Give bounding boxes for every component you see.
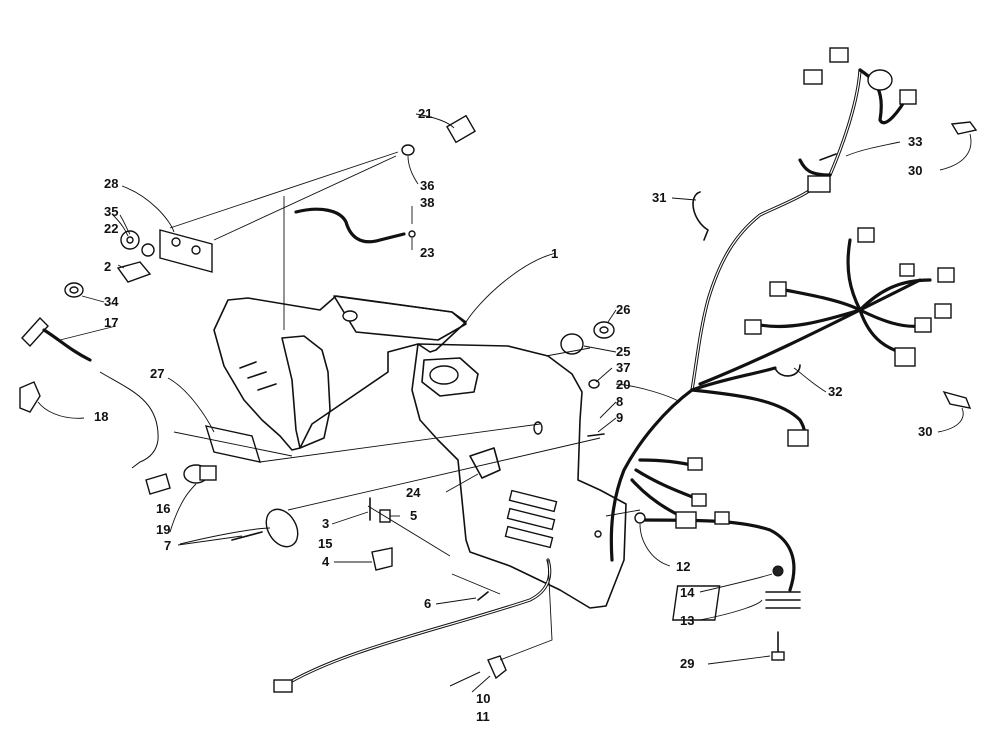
callout-labels: 1 2 3 4 5 6 7 8 9 10 11 12 13 14 15 16 1… <box>94 106 932 724</box>
callout-27: 27 <box>150 366 164 381</box>
console-housing <box>213 295 627 609</box>
callout-30-top: 30 <box>908 163 922 178</box>
callout-38: 38 <box>420 195 434 210</box>
callout-15: 15 <box>318 536 332 551</box>
callout-36: 36 <box>420 178 434 193</box>
callout-7: 7 <box>164 538 171 553</box>
callout-4: 4 <box>322 554 330 569</box>
callout-25: 25 <box>616 344 630 359</box>
callout-23: 23 <box>420 245 434 260</box>
callout-5: 5 <box>410 508 417 523</box>
callout-8: 8 <box>616 394 623 409</box>
callout-10: 10 <box>476 691 490 706</box>
callout-9: 9 <box>616 410 623 425</box>
callout-1: 1 <box>551 246 558 261</box>
callout-16: 16 <box>156 501 170 516</box>
callout-30-bottom: 30 <box>918 424 932 439</box>
callout-14: 14 <box>680 585 695 600</box>
callout-2: 2 <box>104 259 111 274</box>
callout-26: 26 <box>616 302 630 317</box>
callout-leaders <box>37 113 972 693</box>
callout-17: 17 <box>104 315 118 330</box>
callout-32: 32 <box>828 384 842 399</box>
callout-13: 13 <box>680 613 694 628</box>
callout-24: 24 <box>406 485 421 500</box>
callout-11: 11 <box>476 709 490 724</box>
callout-35: 35 <box>104 204 118 219</box>
callout-31: 31 <box>652 190 666 205</box>
callout-3: 3 <box>322 516 329 531</box>
callout-19: 19 <box>156 522 170 537</box>
callout-28: 28 <box>104 176 118 191</box>
callout-37: 37 <box>616 360 630 375</box>
callout-20: 20 <box>616 377 630 392</box>
callout-12: 12 <box>676 559 690 574</box>
assembly-lines <box>169 151 641 661</box>
regulator-assembly <box>672 565 801 661</box>
callout-34: 34 <box>104 294 119 309</box>
callout-29: 29 <box>680 656 694 671</box>
callout-18: 18 <box>94 409 108 424</box>
callout-6: 6 <box>424 596 431 611</box>
callout-22: 22 <box>104 221 118 236</box>
callout-33: 33 <box>908 134 922 149</box>
wiring-harness <box>609 47 955 592</box>
callout-21: 21 <box>418 106 432 121</box>
left-parts <box>19 114 978 693</box>
